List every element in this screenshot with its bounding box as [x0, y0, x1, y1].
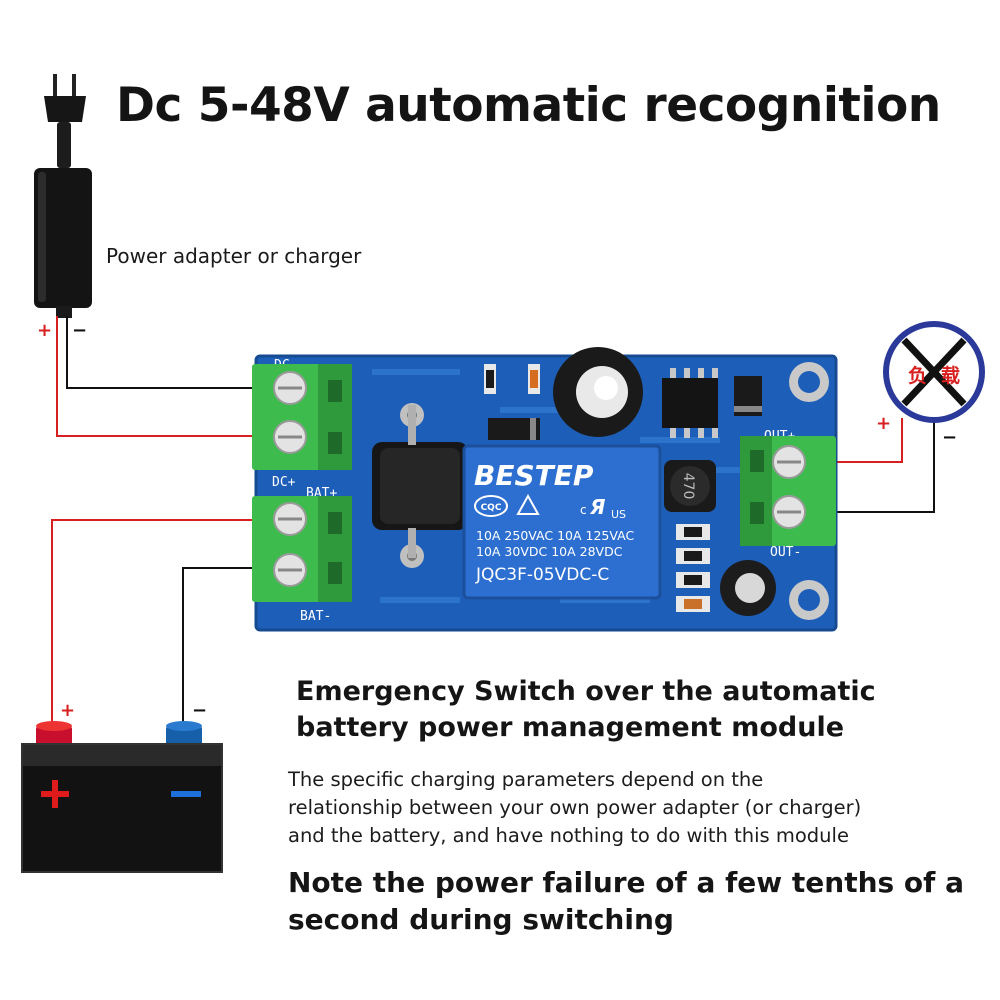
relay-rating-1: 10A 250VAC 10A 125VAC	[476, 528, 634, 543]
description-line: The specific charging parameters depend …	[288, 768, 764, 791]
adapter-negative-wire	[66, 316, 262, 389]
diode	[734, 376, 762, 416]
load-char-2: 载	[941, 364, 960, 387]
battery-negative-wire	[182, 567, 262, 732]
page-title: Dc 5-48V automatic recognition	[116, 78, 941, 133]
dc-terminal-block	[252, 364, 352, 470]
label-bat-minus: BAT-	[300, 609, 331, 624]
note-line-1: Note the power failure of a few tenths o…	[288, 866, 964, 899]
label-out-minus: OUT-	[770, 545, 801, 560]
battery-positive-wire	[51, 519, 262, 732]
load-minus-sign: −	[942, 427, 958, 448]
diode	[488, 418, 540, 440]
relay: BESTEP CQC c Я US 10A 250VAC 10A 125VAC …	[462, 444, 662, 600]
out-terminal-block	[740, 436, 836, 546]
description: The specific charging parameters depend …	[288, 766, 861, 850]
mounting-hole	[789, 362, 829, 402]
power-adapter-icon	[34, 74, 92, 318]
relay-rating-2: 10A 30VDC 10A 28VDC	[476, 544, 623, 559]
smd-resistor-array	[676, 524, 710, 612]
smd-inductor: 470	[664, 460, 716, 512]
description-line: relationship between your own power adap…	[288, 796, 862, 819]
adapter-positive-wire	[56, 316, 262, 437]
ic-chip	[662, 368, 718, 438]
relay-cert-us: US	[611, 508, 626, 521]
bat-terminal-block	[252, 496, 352, 602]
heading-line-1: Emergency Switch over the automatic	[296, 676, 876, 707]
load-sign-icon: 负 载	[883, 321, 985, 423]
load-char-1: 负	[908, 364, 927, 387]
battery-plus-sign: +	[60, 700, 76, 721]
load-plus-sign: +	[876, 413, 892, 434]
inductor-code: 470	[680, 473, 696, 500]
load-negative-wire	[800, 418, 935, 513]
pcb-board: DC- DC+ BAT+ BAT- OUT+ OUT-	[252, 347, 838, 632]
label-dc-plus: DC+	[272, 475, 296, 490]
note-line-2: second during switching	[288, 903, 674, 936]
svg-text:Я: Я	[589, 495, 605, 519]
heading-line-2: battery power management module	[296, 712, 845, 743]
adapter-plus-sign: +	[37, 320, 53, 341]
capacitor-small	[720, 560, 776, 616]
relay-cert-c: c	[580, 503, 587, 517]
battery-minus-sign: −	[192, 700, 208, 721]
relay-cert-cqc: CQC	[481, 503, 502, 513]
relay-model: JQC3F-05VDC-C	[475, 565, 609, 585]
battery-icon	[21, 721, 223, 873]
description-line: and the battery, and have nothing to do …	[288, 824, 849, 847]
relay-brand: BESTEP	[474, 459, 594, 492]
mounting-hole	[789, 580, 829, 620]
adapter-minus-sign: −	[72, 320, 88, 341]
capacitor-large	[553, 347, 643, 437]
adapter-label: Power adapter or charger	[106, 244, 362, 268]
ferrite-inductor	[372, 403, 468, 568]
